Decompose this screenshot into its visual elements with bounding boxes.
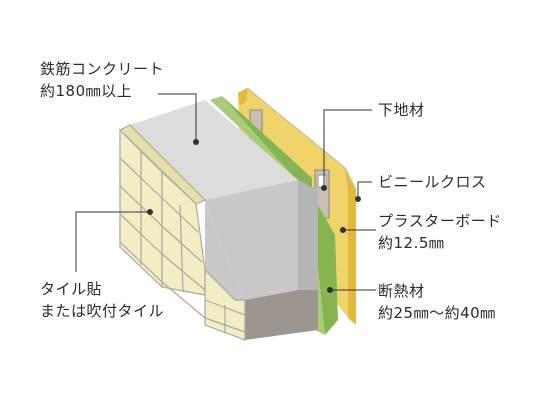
vinyl-cloth-edge [246,87,357,191]
label-vinyl-cloth: ビニールクロス [378,171,487,193]
label-tile-line2: または吹付タイル [40,302,165,320]
label-tile-line1: タイル貼 [40,280,103,298]
concrete-layer [130,100,318,340]
tile-layer [118,124,246,341]
plasterboard-right-edge [345,168,356,325]
concrete-step-face [205,180,298,300]
label-plasterboard: プラスターボード 約12.5㎜ [378,210,502,254]
label-tile: タイル貼 または吹付タイル [40,278,164,322]
label-concrete-line2: 約180㎜以上 [40,82,133,100]
plasterboard-edge [238,88,247,106]
label-vinyl-cloth-line1: ビニールクロス [378,173,487,191]
leader-vinyl [357,181,372,197]
leader-lines [75,93,376,293]
leader-dot-tile [147,209,153,215]
label-insulation-line2: 約25㎜〜約40㎜ [378,304,496,322]
leader-dot-insulation [327,287,333,293]
concrete-bottom-block [245,290,318,340]
label-concrete-line1: 鉄筋コンクリート [40,60,165,78]
label-plasterboard-line1: プラスターボード [378,212,502,230]
label-furring-line1: 下地材 [378,101,425,119]
label-concrete: 鉄筋コンクリート 約180㎜以上 [40,58,164,102]
label-plasterboard-line2: 約12.5㎜ [378,234,445,252]
leader-concrete [158,93,197,140]
label-insulation: 断熱材 約25㎜〜約40㎜ [378,280,496,324]
leader-tile [75,211,148,272]
label-furring: 下地材 [378,99,425,121]
label-insulation-line1: 断熱材 [378,282,425,300]
leader-dot-plasterboard [340,227,346,233]
concrete-top [130,100,298,200]
concrete-diagonal [205,200,245,300]
tile-joints [119,151,246,333]
leader-dot-furring [321,185,327,191]
leader-furring [323,109,372,186]
leader-dot-concrete [193,139,199,145]
leader-dot-vinyl [355,196,361,202]
